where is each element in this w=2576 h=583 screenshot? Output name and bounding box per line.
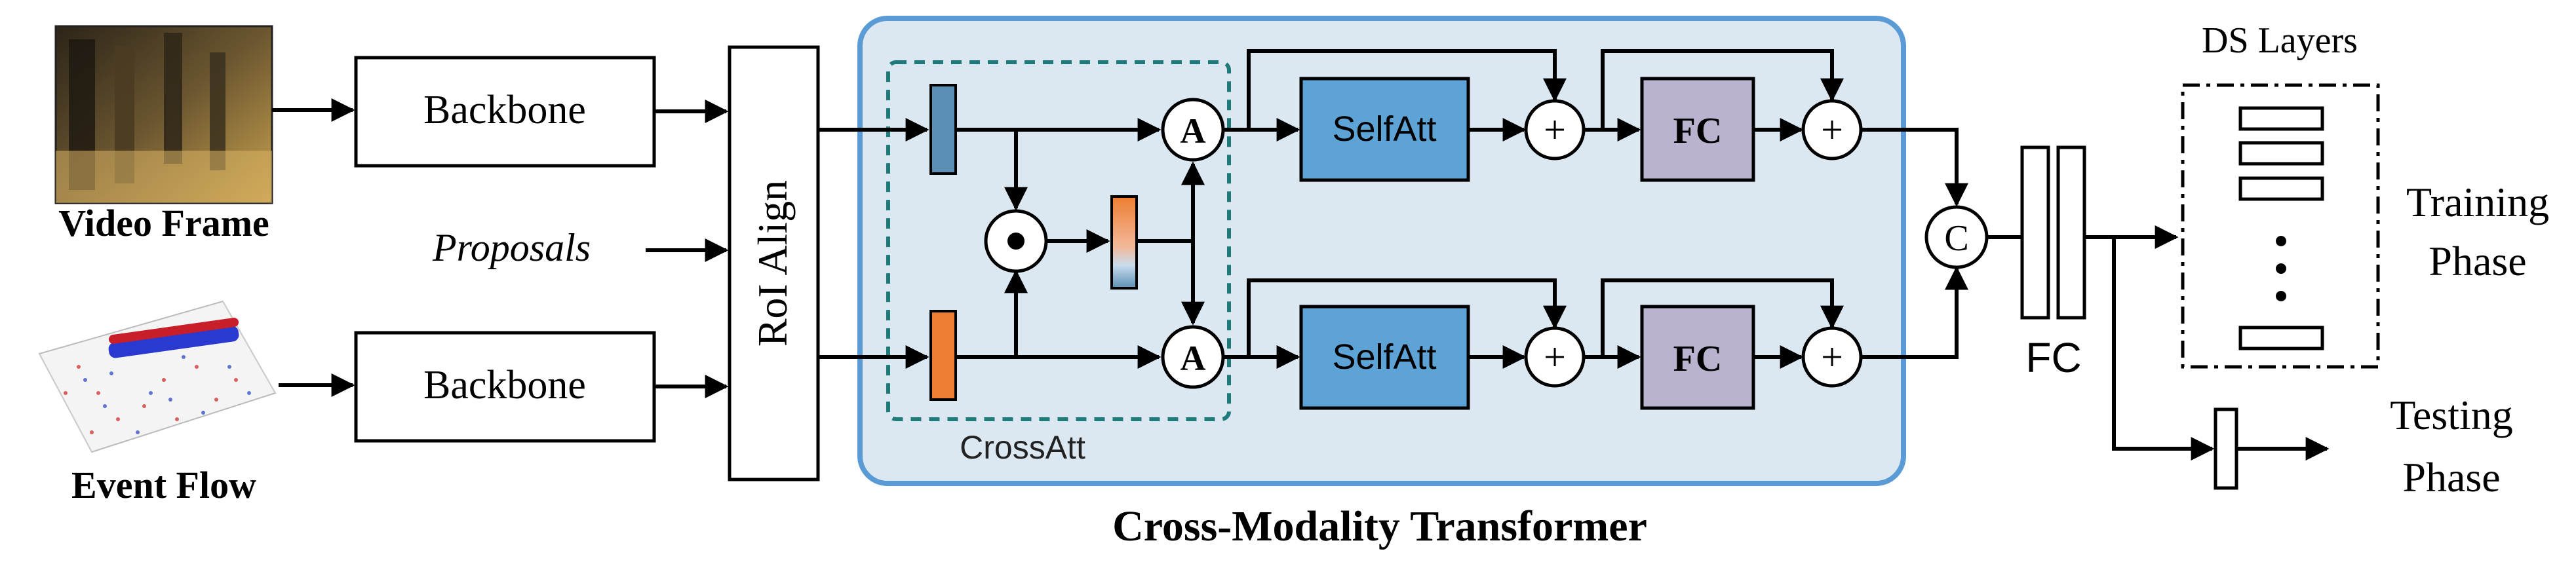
ds-dot-3: [2276, 291, 2286, 301]
residual-top-2: [1601, 49, 1844, 130]
proposals-label: Proposals: [432, 226, 591, 269]
fc-final-label: FC: [2025, 334, 2081, 381]
arrow-fc-to-testing: [2112, 237, 2215, 461]
plus-op-4-label: +: [1821, 335, 1843, 379]
ds-dot-2: [2276, 263, 2286, 274]
backbone-top-box: [354, 56, 656, 168]
dot-product-dot: [1007, 233, 1025, 250]
a-op-bottom-label: A: [1181, 339, 1206, 378]
backbone-bottom-label: Backbone: [423, 363, 586, 407]
ds-layer-last: [2238, 326, 2324, 350]
event-flow-label: Event Flow: [71, 464, 256, 506]
video-frame-label: Video Frame: [58, 202, 269, 244]
training-phase-line1: Training: [2406, 179, 2549, 225]
fc-bottom-box: [1640, 305, 1755, 410]
concat-op-label: C: [1944, 218, 1968, 259]
video-frame-image: [54, 25, 273, 204]
testing-phase-line1: Testing: [2390, 392, 2513, 438]
token-bottom-orange: [929, 310, 957, 401]
fc-bottom-label: FC: [1673, 339, 1723, 379]
residual-bottom-2: [1601, 278, 1844, 357]
transformer-title: Cross-Modality Transformer: [1112, 502, 1647, 550]
plus-op-3-label: +: [1544, 335, 1566, 379]
fc-final-bar-1: [2020, 145, 2050, 320]
ds-dot-1: [2276, 236, 2286, 246]
arrow-plus4-to-concat: [1861, 266, 1968, 359]
residual-bottom-1: [1247, 278, 1567, 357]
fc-top-label: FC: [1673, 111, 1723, 151]
selfatt-bottom-box: [1299, 305, 1470, 410]
selfatt-top-label: SelfAtt: [1332, 109, 1436, 149]
roi-align-label: RoI Align: [749, 180, 796, 347]
residual-top-1: [1247, 49, 1567, 130]
crossatt-box: [886, 60, 1231, 421]
plus-op-1-label: +: [1544, 108, 1566, 151]
ds-layers-title: DS Layers: [2202, 20, 2358, 61]
backbone-top-label: Backbone: [423, 88, 586, 132]
test-layer: [2214, 407, 2238, 490]
crossatt-label: CrossAtt: [960, 429, 1085, 466]
fc-final-bar-2: [2056, 145, 2086, 320]
ds-layer-3: [2238, 176, 2324, 201]
event-flow-image: [38, 300, 277, 453]
testing-phase-line2: Phase: [2402, 454, 2500, 500]
training-phase-line2: Phase: [2429, 238, 2526, 284]
arrow-plus2-to-concat: [1861, 128, 1968, 207]
token-top-blue: [929, 84, 957, 175]
ds-layer-2: [2238, 141, 2324, 166]
ds-layer-1: [2238, 106, 2324, 131]
attention-token: [1110, 195, 1138, 290]
selfatt-bottom-label: SelfAtt: [1332, 337, 1436, 377]
roi-align-box: [728, 45, 820, 481]
plus-op-2-label: +: [1821, 108, 1843, 151]
a-op-top-label: A: [1181, 111, 1206, 151]
